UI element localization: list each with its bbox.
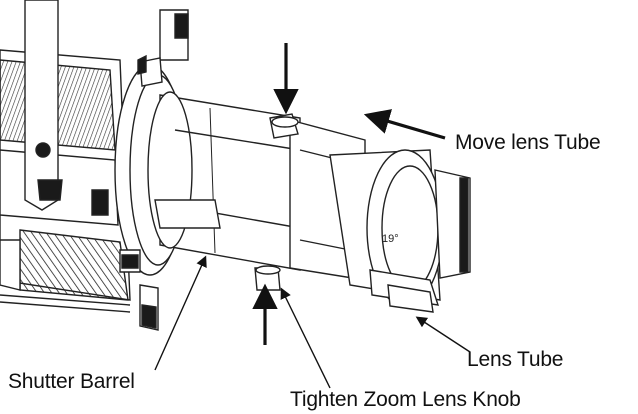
- label-shutter-barrel: Shutter Barrel: [8, 370, 135, 393]
- label-move-lens-tube: Move lens Tube: [455, 131, 601, 154]
- shutter-barrel: [147, 91, 301, 271]
- callout-arrows: [252, 43, 446, 345]
- label-lens-tube: Lens Tube: [467, 348, 564, 371]
- lens-degree-marking: 19°: [382, 233, 399, 245]
- lamp-housing: [0, 49, 131, 313]
- label-tighten-zoom-lens-knob: Tighten Zoom Lens Knob: [290, 388, 521, 411]
- leader-shutter-barrel: [154, 255, 207, 371]
- yoke-arm: [24, 0, 189, 211]
- leader-zoom-knob: [280, 287, 331, 389]
- lens-tube: 19°: [329, 149, 471, 313]
- leader-lines: [154, 255, 471, 389]
- leader-lens-tube: [415, 316, 471, 353]
- arrow-move-lens: [363, 109, 446, 140]
